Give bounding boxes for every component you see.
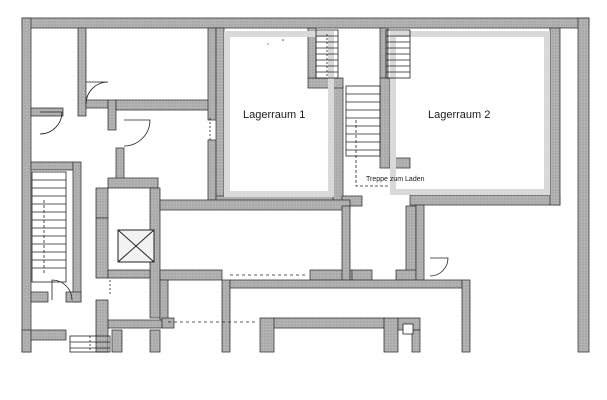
stair-central [345,85,390,187]
pencil-mark [282,39,284,41]
doors [39,81,449,323]
label-lagerraum-2: Lagerraum 2 [428,109,490,121]
storage-highlights [224,31,550,197]
stair-left [31,171,67,283]
label-lagerraum-1: Lagerraum 1 [243,109,305,121]
stair-bottom [69,335,111,353]
walls [21,17,590,353]
pencil-mark [267,43,269,45]
small-window-box [402,323,414,335]
stair-upper [315,29,411,79]
lift-shaft [117,229,155,263]
annotation-treppe-zum-laden: Treppe zum Laden [366,176,425,183]
